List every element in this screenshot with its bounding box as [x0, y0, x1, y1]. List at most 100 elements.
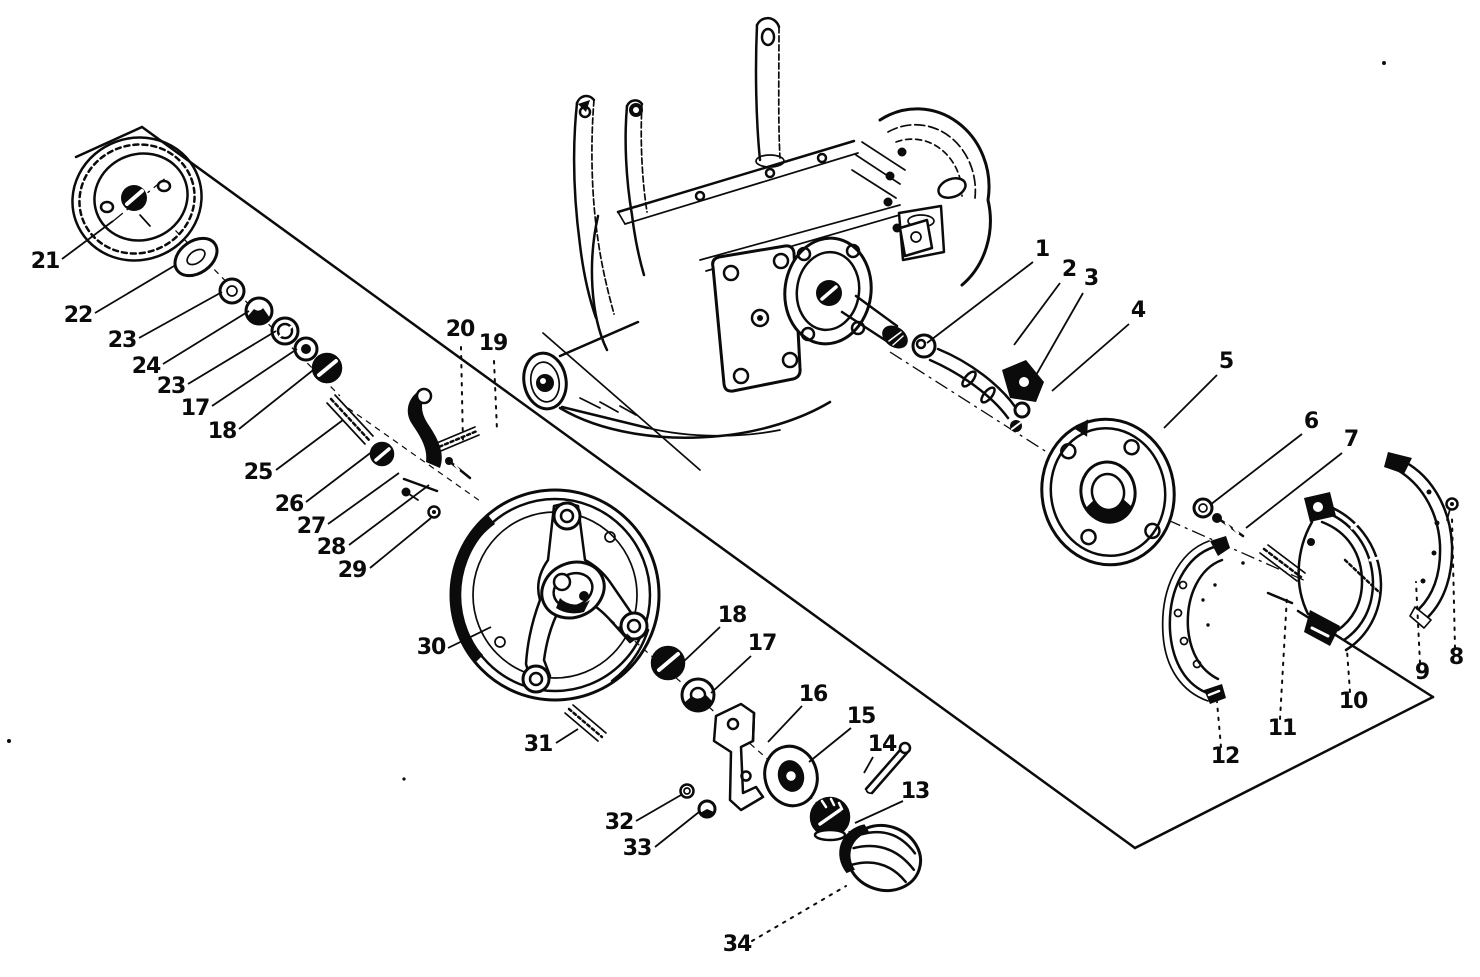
leader-line-29: [369, 517, 432, 569]
part-label-23-22: 23: [108, 328, 137, 353]
bell-housing-drawing: [851, 107, 992, 287]
part-label-5-4: 5: [1219, 349, 1233, 374]
part-label-33-35: 33: [623, 836, 652, 861]
part-label-18-26: 18: [208, 419, 237, 444]
part-label-30-32: 30: [417, 635, 446, 660]
part-label-22-21: 22: [64, 303, 93, 328]
leader-line-5: [1163, 374, 1218, 429]
leader-line-24: [162, 310, 250, 365]
leader-line-1: [926, 261, 1034, 344]
part-label-8-7: 8: [1449, 645, 1463, 670]
leader-line-4: [1051, 323, 1130, 392]
tie-rod-drawing: [911, 333, 1044, 432]
leader-line-18: [680, 626, 721, 665]
adjuster-parts-drawing: [326, 387, 480, 519]
part-label-19-18: 19: [479, 331, 508, 356]
part-label-10-9: 10: [1339, 689, 1368, 714]
middle-lever-drawing: [624, 99, 648, 277]
leader-line-15: [808, 727, 852, 763]
part-label-1-0: 1: [1035, 237, 1049, 262]
leader-line-23: [187, 330, 277, 385]
base-panel-outline: [74, 125, 1435, 850]
part-label-12-11: 12: [1211, 744, 1240, 769]
leader-line-17: [710, 655, 752, 694]
leader-line-6: [1209, 433, 1303, 506]
leader-line-11: [1279, 595, 1288, 720]
part-label-32-34: 32: [605, 810, 634, 835]
gear-lever-drawing: [754, 16, 785, 168]
hub-hardware-drawing: [564, 645, 923, 893]
gasket-face-drawing: [616, 139, 904, 272]
leader-line-17: [211, 348, 298, 407]
leader-line-8: [1451, 517, 1456, 649]
leader-line-7: [1245, 452, 1343, 529]
brake-small-parts-drawing: [1192, 497, 1459, 605]
part-label-2-1: 2: [1062, 257, 1076, 282]
part-label-34-36: 34: [723, 932, 752, 957]
part-label-9-8: 9: [1415, 660, 1429, 685]
leader-line-22: [94, 265, 175, 314]
leader-line-19: [493, 360, 498, 431]
axle-flange-drawing: [783, 236, 908, 349]
part-label-25-27: 25: [244, 460, 273, 485]
part-label-3-2: 3: [1084, 266, 1098, 291]
part-9-brake-band-drawing: [1384, 452, 1454, 629]
gear-chain-axis: [159, 214, 341, 397]
part-label-15-14: 15: [847, 704, 876, 729]
part-5-backing-plate-drawing: [1040, 417, 1176, 567]
leader-line-16: [767, 705, 803, 743]
part-label-24-23: 24: [132, 354, 161, 379]
leader-line-32: [635, 794, 682, 822]
leader-line-31: [555, 728, 579, 744]
part-label-28-30: 28: [317, 535, 346, 560]
output-flange-plate-drawing: [711, 244, 802, 393]
part-12-brake-shoe-drawing: [1161, 536, 1230, 704]
leader-line-13: [854, 800, 904, 824]
part-label-14-13: 14: [868, 732, 897, 757]
leader-line-18: [238, 366, 318, 430]
part-label-21-20: 21: [31, 249, 60, 274]
part-label-20-19: 20: [446, 317, 475, 342]
leader-line-12: [1216, 701, 1222, 748]
part-label-17-25: 17: [181, 396, 210, 421]
leader-line-28: [348, 484, 430, 546]
part-30-drum-drawing: [449, 488, 661, 702]
leader-line-33: [654, 811, 700, 848]
leader-line-25: [275, 419, 344, 471]
leader-line-30: [447, 626, 492, 649]
panel-edge-fragment: [542, 332, 701, 471]
leader-line-34: [751, 885, 847, 942]
leader-line-3: [1030, 292, 1084, 385]
part-label-18-17: 18: [718, 603, 747, 628]
leader-line-26: [305, 450, 374, 503]
pto-cylinder-drawing: [522, 320, 650, 430]
axle-housing-drawing: [522, 16, 992, 439]
part-label-16-15: 16: [799, 682, 828, 707]
part-label-31-33: 31: [524, 732, 553, 757]
part-label-29-31: 29: [338, 558, 367, 583]
part-label-7-6: 7: [1344, 427, 1358, 452]
bearing-cone-chain-drawing: [218, 277, 343, 384]
leader-line-23: [138, 291, 223, 339]
part-10-brake-shoe-drawing: [1297, 492, 1383, 652]
leader-line-27: [327, 472, 400, 525]
pin-chain-axis: [347, 407, 481, 502]
part-21-gear-drawing: [71, 136, 203, 262]
part-22-washer-drawing: [173, 236, 219, 278]
leader-line-2: [1013, 282, 1061, 346]
leader-line-21: [61, 220, 114, 260]
left-lever-drawing: [572, 94, 615, 320]
part-label-26-28: 26: [275, 492, 304, 517]
part-label-4-3: 4: [1131, 298, 1146, 323]
part-label-11-10: 11: [1268, 716, 1297, 741]
leader-line-10: [1346, 649, 1351, 693]
part-label-13-12: 13: [901, 779, 930, 804]
part-label-27-29: 27: [297, 514, 326, 539]
scan-specks: [7, 61, 1386, 781]
part-label-6-5: 6: [1304, 409, 1319, 434]
part-label-17-16: 17: [748, 631, 777, 656]
leader-line-14: [863, 756, 874, 774]
